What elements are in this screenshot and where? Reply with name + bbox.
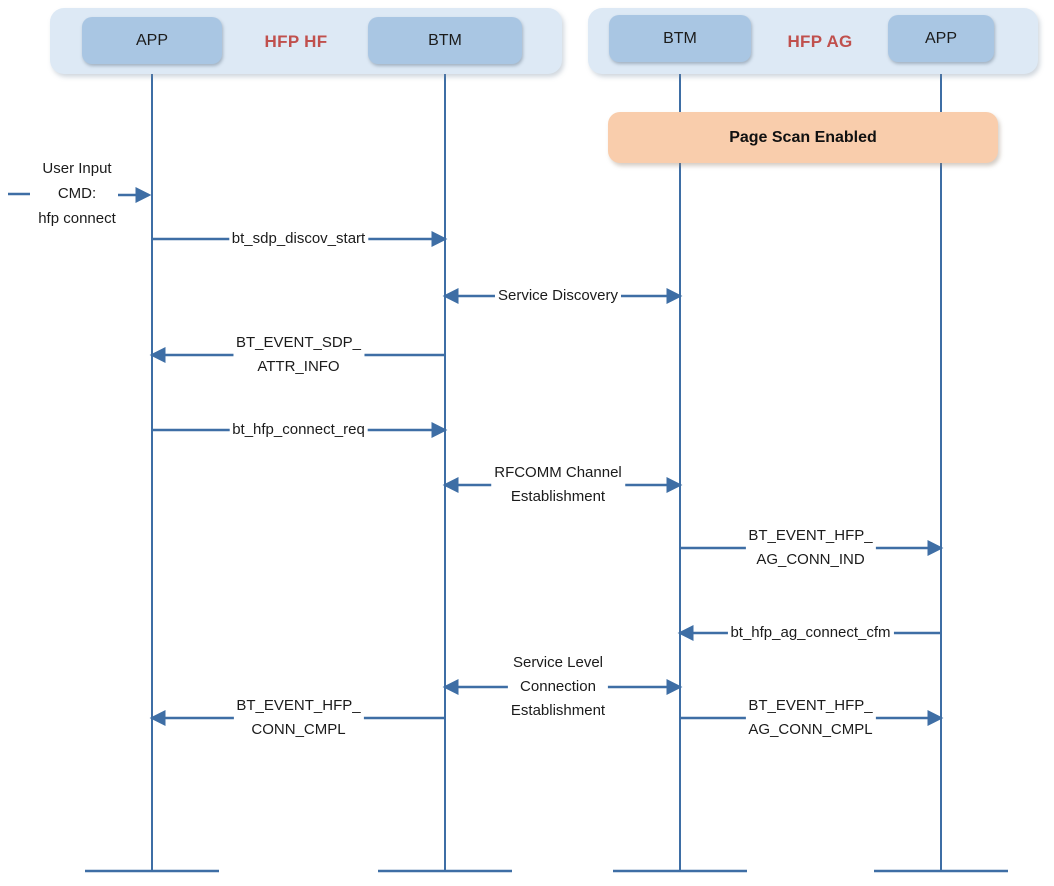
message-label-line: BT_EVENT_HFP_: [748, 527, 873, 544]
message-label-line: AG_CONN_IND: [756, 551, 865, 568]
message-label-line: Service Discovery: [497, 287, 619, 304]
user-input-label: User Input CMD: hfp connect: [38, 156, 116, 231]
node-app-ag: APP: [888, 15, 994, 62]
message-label-line: BT_EVENT_HFP_: [236, 697, 361, 714]
message-label-line: BT_EVENT_SDP_: [235, 334, 362, 351]
node-app-ag-label: APP: [924, 29, 957, 47]
node-btm-ag: BTM: [609, 15, 751, 62]
message-label-line: Service Level: [512, 654, 604, 671]
message-label-bt-hfp-connect-req: bt_hfp_connect_req: [229, 418, 368, 442]
message-label-line: AG_CONN_CMPL: [748, 721, 873, 738]
message-label-bt-sdp-discov-start: bt_sdp_discov_start: [228, 227, 369, 251]
message-label-bt-event-hfp-conn-cmpl: BT_EVENT_HFP_ CONN_CMPL: [233, 694, 364, 742]
message-label-line: ATTR_INFO: [257, 358, 340, 375]
message-label-service-discovery: Service Discovery: [494, 284, 622, 308]
group-title-hfp-ag: HFP AG: [787, 32, 853, 51]
message-label-line: bt_hfp_ag_connect_cfm: [730, 624, 891, 641]
message-label-line: bt_sdp_discov_start: [231, 230, 366, 247]
message-label-bt-event-hfp-ag-conn-ind: BT_EVENT_HFP_ AG_CONN_IND: [745, 524, 876, 572]
node-app-hf: APP: [82, 17, 222, 64]
message-label-line: CONN_CMPL: [251, 721, 346, 738]
page-scan-enabled-label: Page Scan Enabled: [729, 128, 877, 146]
message-label-line: Establishment: [510, 702, 606, 719]
group-title-hfp-hf: HFP HF: [264, 32, 328, 51]
node-btm-hf-label: BTM: [428, 31, 462, 49]
message-label-bt-hfp-ag-connect-cfm: bt_hfp_ag_connect_cfm: [727, 621, 894, 645]
message-label-line: Establishment: [510, 488, 606, 505]
node-btm-hf: BTM: [368, 17, 522, 64]
node-btm-ag-label: BTM: [663, 29, 697, 47]
user-input-line-2: CMD:: [57, 185, 97, 202]
message-label-line: Connection: [520, 678, 596, 695]
message-label-bt-event-hfp-ag-conn-cmpl: BT_EVENT_HFP_ AG_CONN_CMPL: [745, 694, 876, 742]
message-label-line: RFCOMM Channel: [494, 464, 622, 481]
user-input-line-1: User Input: [42, 160, 112, 177]
message-label-line: bt_hfp_connect_req: [232, 421, 365, 438]
node-app-hf-label: APP: [135, 31, 168, 49]
user-input-line-3: hfp connect: [38, 210, 116, 227]
page-scan-enabled-note: Page Scan Enabled: [608, 112, 998, 163]
message-label-bt-event-sdp-attr-info: BT_EVENT_SDP_ ATTR_INFO: [232, 331, 365, 379]
message-label-line: BT_EVENT_HFP_: [748, 697, 873, 714]
